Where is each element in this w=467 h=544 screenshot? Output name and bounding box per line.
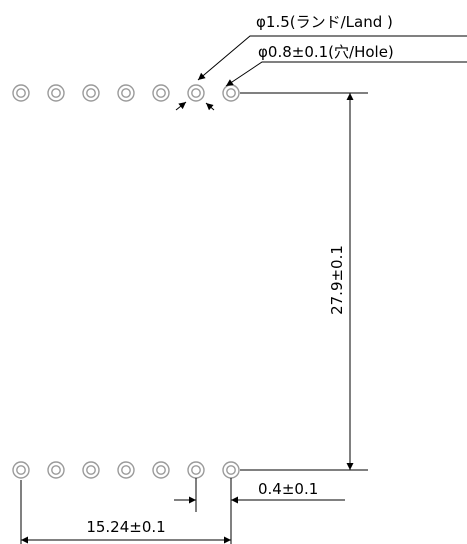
pin-top-2	[47, 84, 65, 102]
offset-dimension-label: 0.4±0.1	[258, 480, 318, 498]
pin-bottom-4	[117, 461, 135, 479]
pin-bottom-2	[47, 461, 65, 479]
pin-land	[82, 461, 100, 479]
pin-top-1	[12, 84, 30, 102]
pin-land	[12, 84, 30, 102]
pin-hole	[86, 465, 96, 475]
pin-hole	[226, 465, 236, 475]
pin-hole	[51, 465, 61, 475]
hole-diameter-line	[175, 101, 187, 111]
pin-land	[152, 84, 170, 102]
pin-land	[187, 461, 205, 479]
pin-land	[117, 84, 135, 102]
pin-land	[47, 84, 65, 102]
pin-land	[12, 461, 30, 479]
pin-hole	[16, 88, 26, 98]
pin-hole	[16, 465, 26, 475]
pin-land	[187, 84, 205, 102]
pin-top-4	[117, 84, 135, 102]
width-dimension-label: 15.24±0.1	[86, 518, 165, 536]
pin-hole	[191, 88, 201, 98]
offset-dimension	[174, 478, 345, 544]
pin-land	[47, 461, 65, 479]
pin-land	[222, 461, 240, 479]
pin-land	[82, 84, 100, 102]
pin-hole	[156, 88, 166, 98]
pin-top-3	[82, 84, 100, 102]
pin-hole	[121, 88, 131, 98]
pin-bottom-7	[222, 461, 240, 479]
pin-land	[222, 84, 240, 102]
pin-bottom-3	[82, 461, 100, 479]
hole-dimension-label: φ0.8±0.1(穴/Hole)	[258, 43, 394, 61]
pin-hole	[86, 88, 96, 98]
pin-hole	[121, 465, 131, 475]
pin-bottom-6	[187, 461, 205, 479]
height-dimension-label: 27.9±0.1	[328, 245, 346, 315]
land-dimension-label: φ1.5(ランド/Land )	[256, 13, 393, 31]
width-dimension	[20, 480, 231, 544]
pin-bottom-1	[12, 461, 30, 479]
pin-top-5	[152, 84, 170, 102]
pin-hole	[51, 88, 61, 98]
land-leader-line	[197, 35, 467, 81]
pin-hole	[191, 465, 201, 475]
pin-hole	[156, 465, 166, 475]
pin-bottom-5	[152, 461, 170, 479]
pin-land	[117, 461, 135, 479]
hole-leader-line	[225, 61, 467, 87]
height-dimension	[240, 92, 368, 471]
hole-diameter-line-right	[205, 102, 215, 111]
diameter-leaders	[175, 35, 467, 111]
pin-rows	[12, 84, 240, 479]
pin-land	[152, 461, 170, 479]
pin-hole	[226, 88, 236, 98]
pin-top-6	[187, 84, 205, 102]
pin-top-7	[222, 84, 240, 102]
